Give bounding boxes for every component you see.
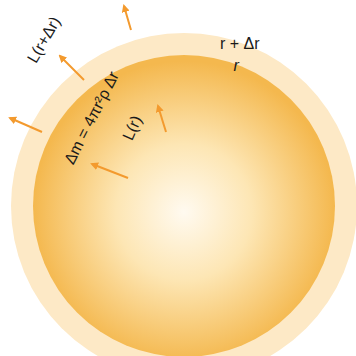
- inner-radius-label: r: [234, 58, 239, 74]
- outer-shell: [11, 33, 356, 356]
- flux-arrow: [92, 164, 128, 178]
- flux-arrow: [60, 56, 84, 80]
- flux-arrow: [124, 6, 131, 30]
- outer-radius-label: r + Δr: [220, 36, 260, 52]
- flux-arrow: [158, 106, 166, 132]
- luminosity-outer-label: L(r+Δr): [25, 14, 64, 66]
- flux-arrow: [10, 118, 42, 132]
- inner-sphere: [33, 55, 335, 356]
